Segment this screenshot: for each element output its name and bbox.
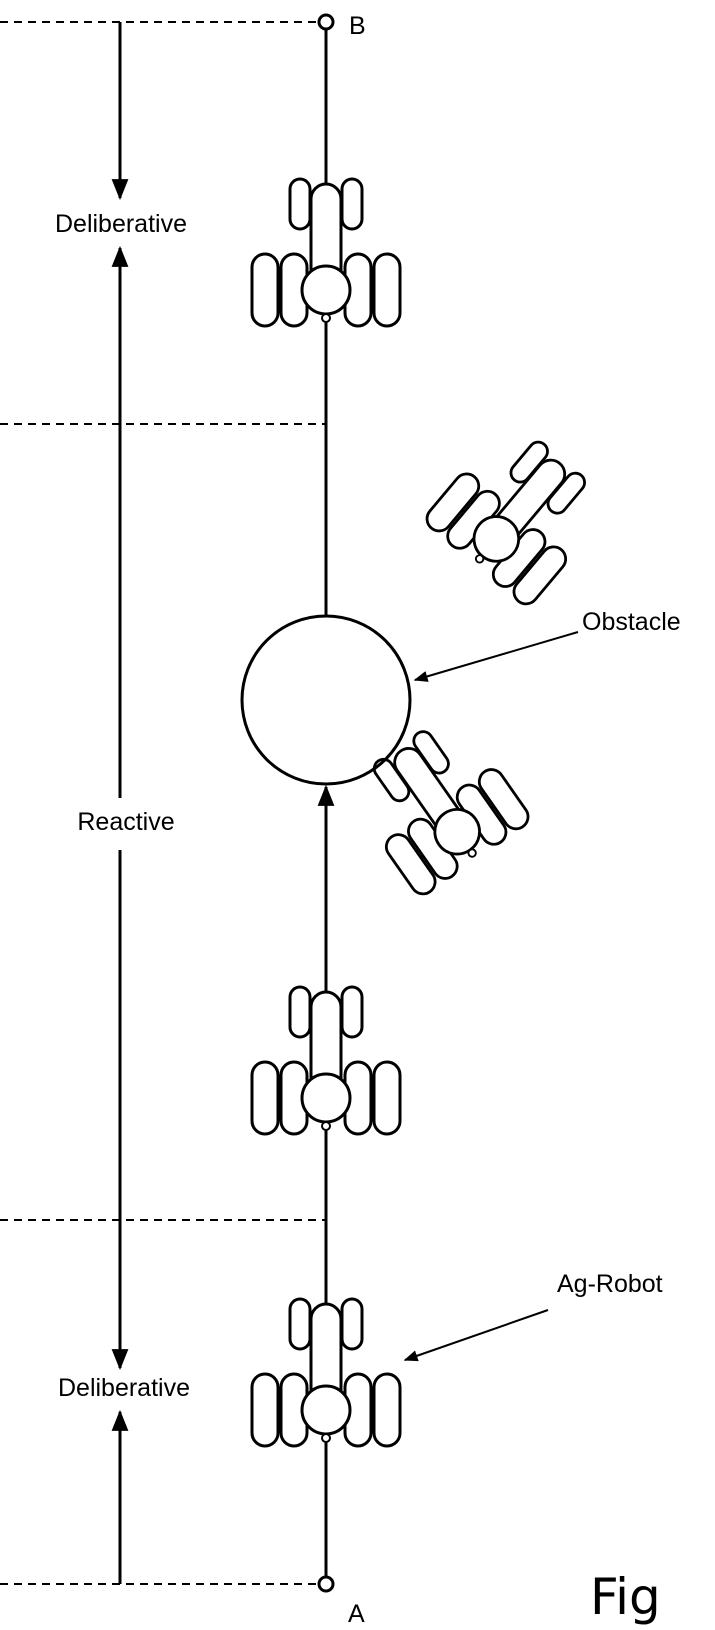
obstacle-leader [413, 631, 579, 682]
point-b-marker [317, 13, 335, 31]
obstacle-label: Obstacle [582, 608, 681, 636]
robot-middle [250, 985, 402, 1136]
robot-label: Ag-Robot [557, 1270, 663, 1298]
point-b-label: B [349, 12, 366, 40]
zone-label-deliberative-bottom: Deliberative [58, 1374, 190, 1402]
robot-top [250, 177, 402, 328]
figure-label: Fig [590, 1568, 661, 1625]
robot-avoid-upper [420, 414, 617, 611]
point-a-label: A [348, 1600, 365, 1625]
robot-leader [403, 1309, 549, 1362]
zone-label-reactive: Reactive [77, 808, 174, 836]
robot-bottom [250, 1297, 402, 1448]
point-a-marker [317, 1575, 335, 1593]
obstacle-circle [240, 614, 412, 786]
zone-label-deliberative-top: Deliberative [55, 210, 187, 238]
